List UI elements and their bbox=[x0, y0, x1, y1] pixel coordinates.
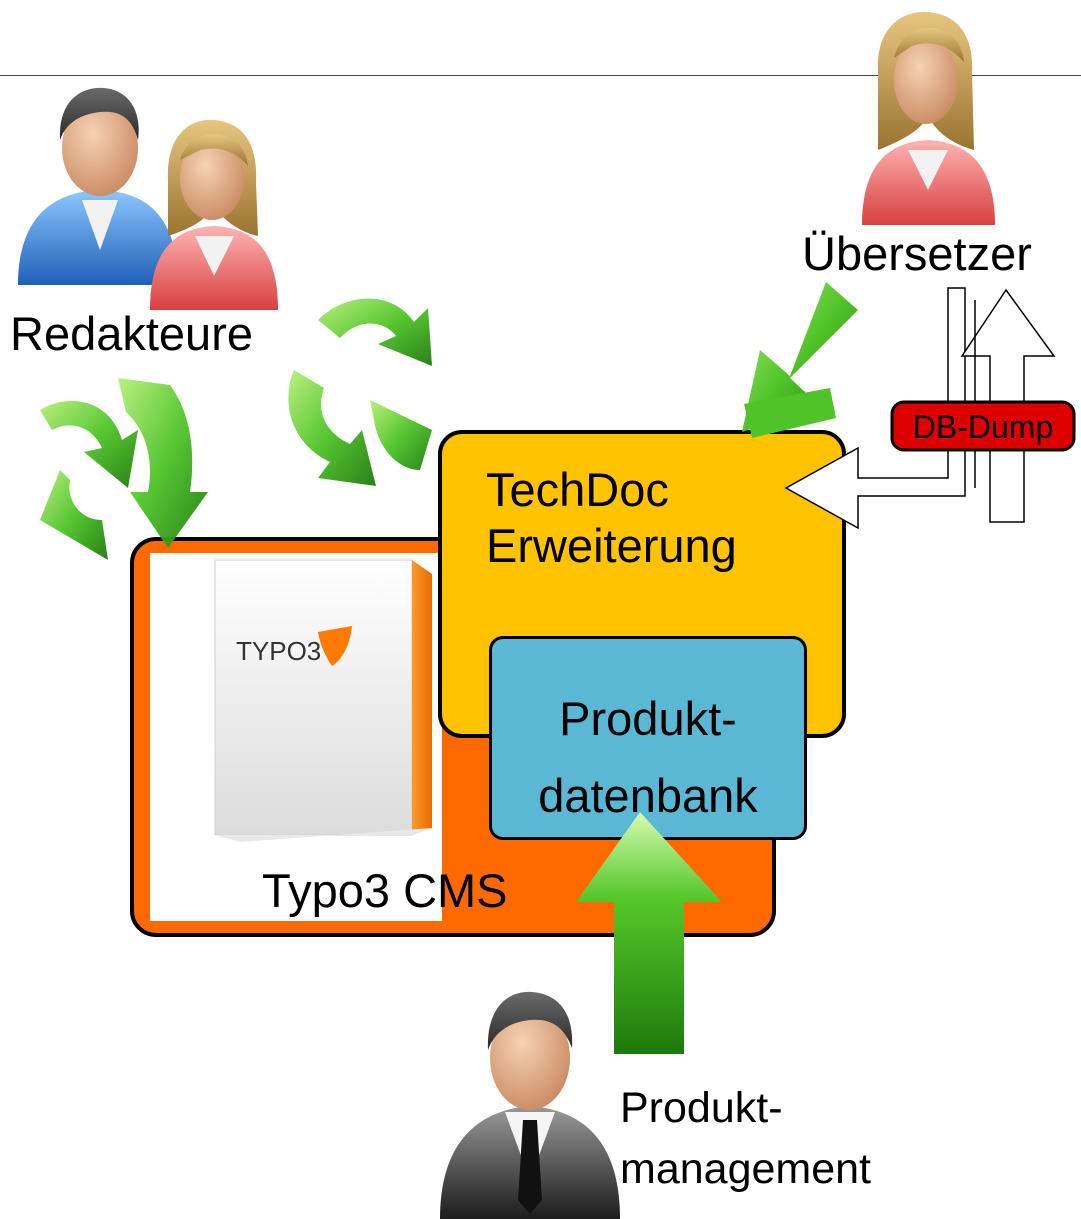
editors-label: Redakteure bbox=[10, 307, 253, 360]
typo3-logo-text: TYPO3 bbox=[236, 636, 321, 666]
top-rule bbox=[0, 75, 1081, 76]
sync-arrows-right bbox=[288, 298, 432, 486]
editor-man-avatar bbox=[18, 87, 178, 285]
database-box bbox=[489, 636, 807, 840]
editor-woman-avatar bbox=[150, 119, 278, 310]
translator-to-extension-arrow bbox=[742, 282, 858, 438]
translator-avatar bbox=[862, 11, 995, 225]
db-dump-badge: DB-Dump bbox=[890, 400, 1076, 452]
product-manager-avatar bbox=[440, 991, 620, 1219]
database-label: Produkt- datenbank bbox=[538, 692, 758, 822]
product-management-label: Produkt- management bbox=[620, 1084, 871, 1194]
product-management-to-database-arrow bbox=[576, 812, 722, 1054]
sync-arrows-left bbox=[40, 378, 208, 560]
cms-label: Typo3 CMS bbox=[262, 864, 508, 917]
extension-label: TechDoc Erweiterung bbox=[486, 463, 737, 572]
typo3-product-box: TYPO3 bbox=[214, 559, 432, 842]
translator-label: Übersetzer bbox=[802, 227, 1032, 280]
db-dump-label: DB-Dump bbox=[913, 409, 1053, 445]
typo3-logo-icon bbox=[318, 626, 352, 666]
